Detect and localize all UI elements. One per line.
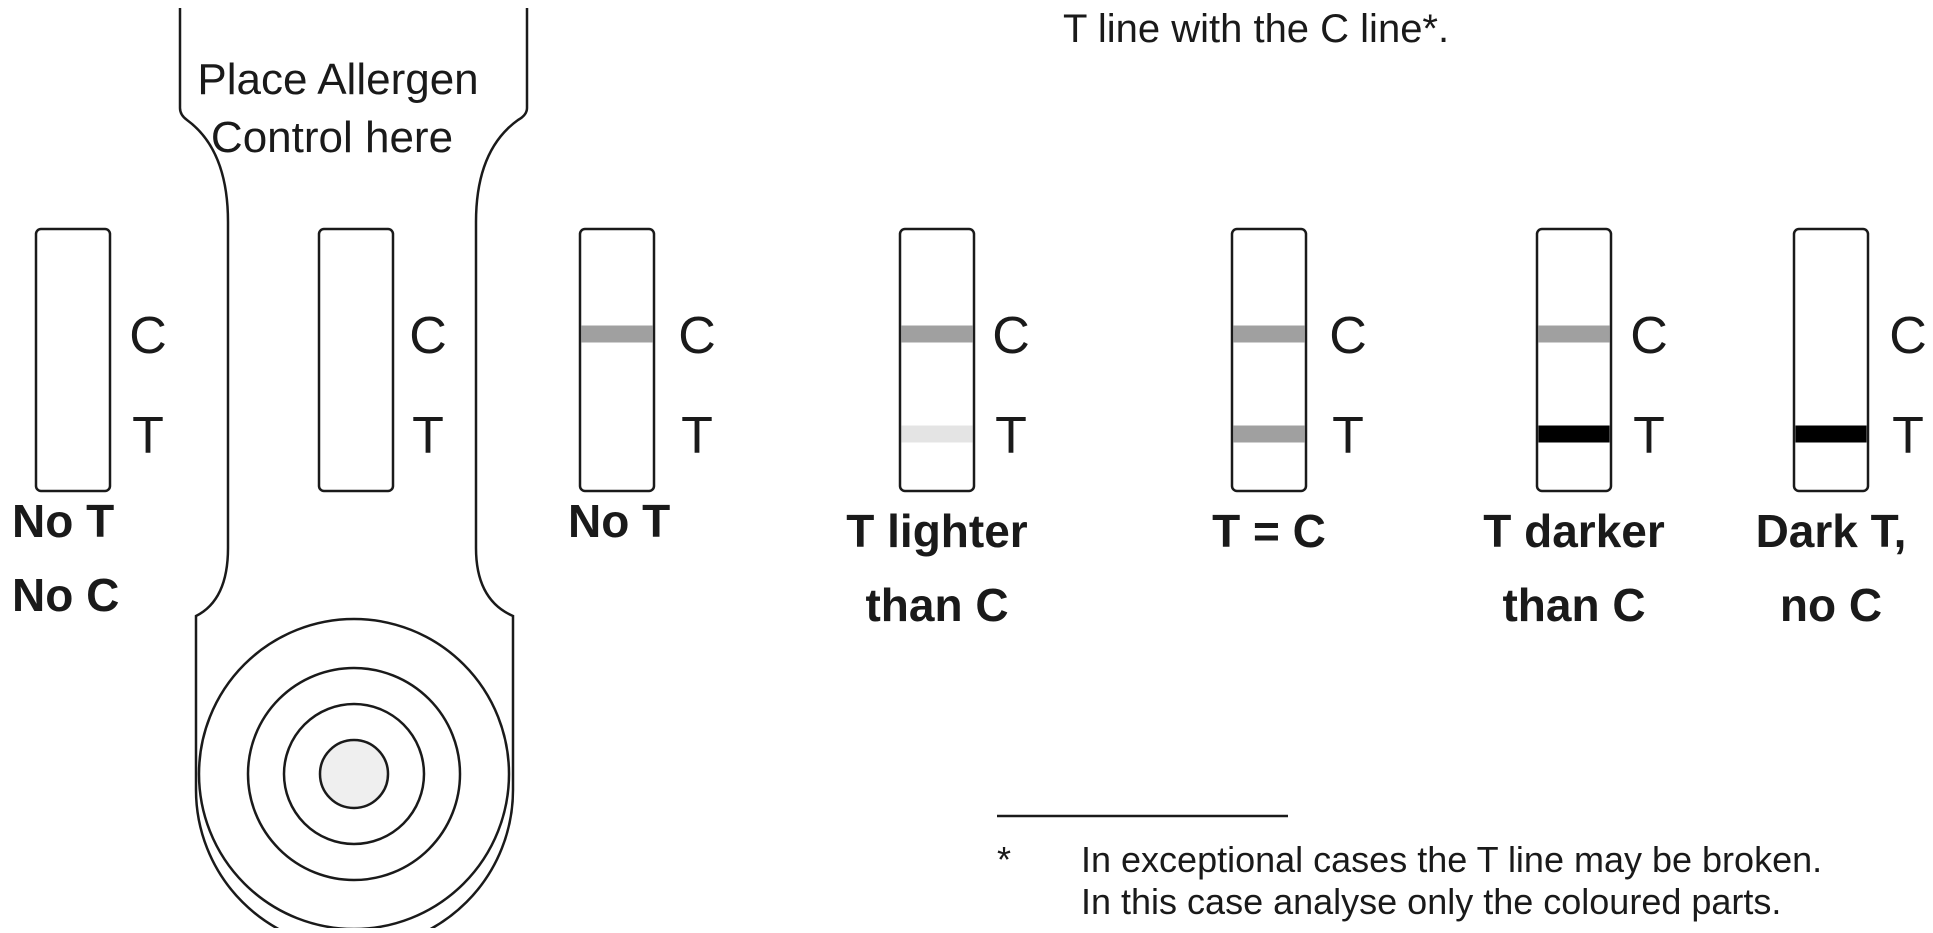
strip-1: CT No T No C (12, 227, 167, 621)
strip-window (898, 227, 976, 493)
control-line (901, 325, 973, 343)
t-label: T (1892, 407, 1924, 465)
result-label: T darker (1483, 505, 1665, 557)
holder-label-line2: Control here (211, 113, 453, 162)
t-label: T (1633, 407, 1665, 465)
holder-label-line1: Place Allergen (197, 55, 478, 104)
control-holder-outline (178, 8, 529, 933)
strip-window (1792, 227, 1870, 493)
strip-window (34, 227, 112, 493)
result-label: than C (1502, 579, 1645, 631)
c-label: C (992, 307, 1030, 365)
control-line (581, 325, 653, 343)
t-label: T (132, 407, 164, 465)
c-label: C (129, 307, 167, 365)
sample-pad (197, 617, 511, 931)
strip-2: CT (317, 227, 447, 493)
result-label: No T (12, 495, 114, 547)
strip-window (317, 227, 395, 493)
result-label: no C (1780, 579, 1882, 631)
c-label: C (1889, 307, 1927, 365)
result-label: T = C (1212, 505, 1326, 557)
sample-well (318, 738, 390, 810)
sample-pad-ring-middle (246, 666, 462, 882)
result-label: than C (865, 579, 1008, 631)
strip-6: CT T darker than C (1483, 227, 1668, 631)
t-label: T (995, 407, 1027, 465)
test-line (1795, 425, 1867, 443)
strip-4: CT T lighter than C (846, 227, 1030, 631)
strip-window (1535, 227, 1613, 493)
strip-5: CTT = C (1212, 227, 1367, 557)
control-line (1233, 325, 1305, 343)
header-text: T line with the C line*. (1063, 7, 1449, 51)
t-label: T (681, 407, 713, 465)
test-line (901, 425, 973, 443)
c-label: C (1630, 307, 1668, 365)
test-line (1538, 425, 1610, 443)
c-label: C (409, 307, 447, 365)
control-line (1538, 325, 1610, 343)
c-label: C (1329, 307, 1367, 365)
result-label: No T (568, 495, 670, 547)
result-label: T lighter (846, 505, 1028, 557)
t-label: T (1332, 407, 1364, 465)
test-line (1233, 425, 1305, 443)
strip-window (578, 227, 656, 493)
strip-window (1230, 227, 1308, 493)
footnote-line2: In this case analyse only the coloured p… (1081, 881, 1781, 922)
c-label: C (678, 307, 716, 365)
strip-7: CT Dark T, no C (1756, 227, 1927, 631)
footnote-marker: * (997, 839, 1011, 880)
t-label: T (412, 407, 444, 465)
result-label: Dark T, (1756, 505, 1907, 557)
sample-pad-ring-inner (282, 702, 426, 846)
footnote-line1: In exceptional cases the T line may be b… (1081, 839, 1822, 880)
result-label: No C (12, 569, 119, 621)
